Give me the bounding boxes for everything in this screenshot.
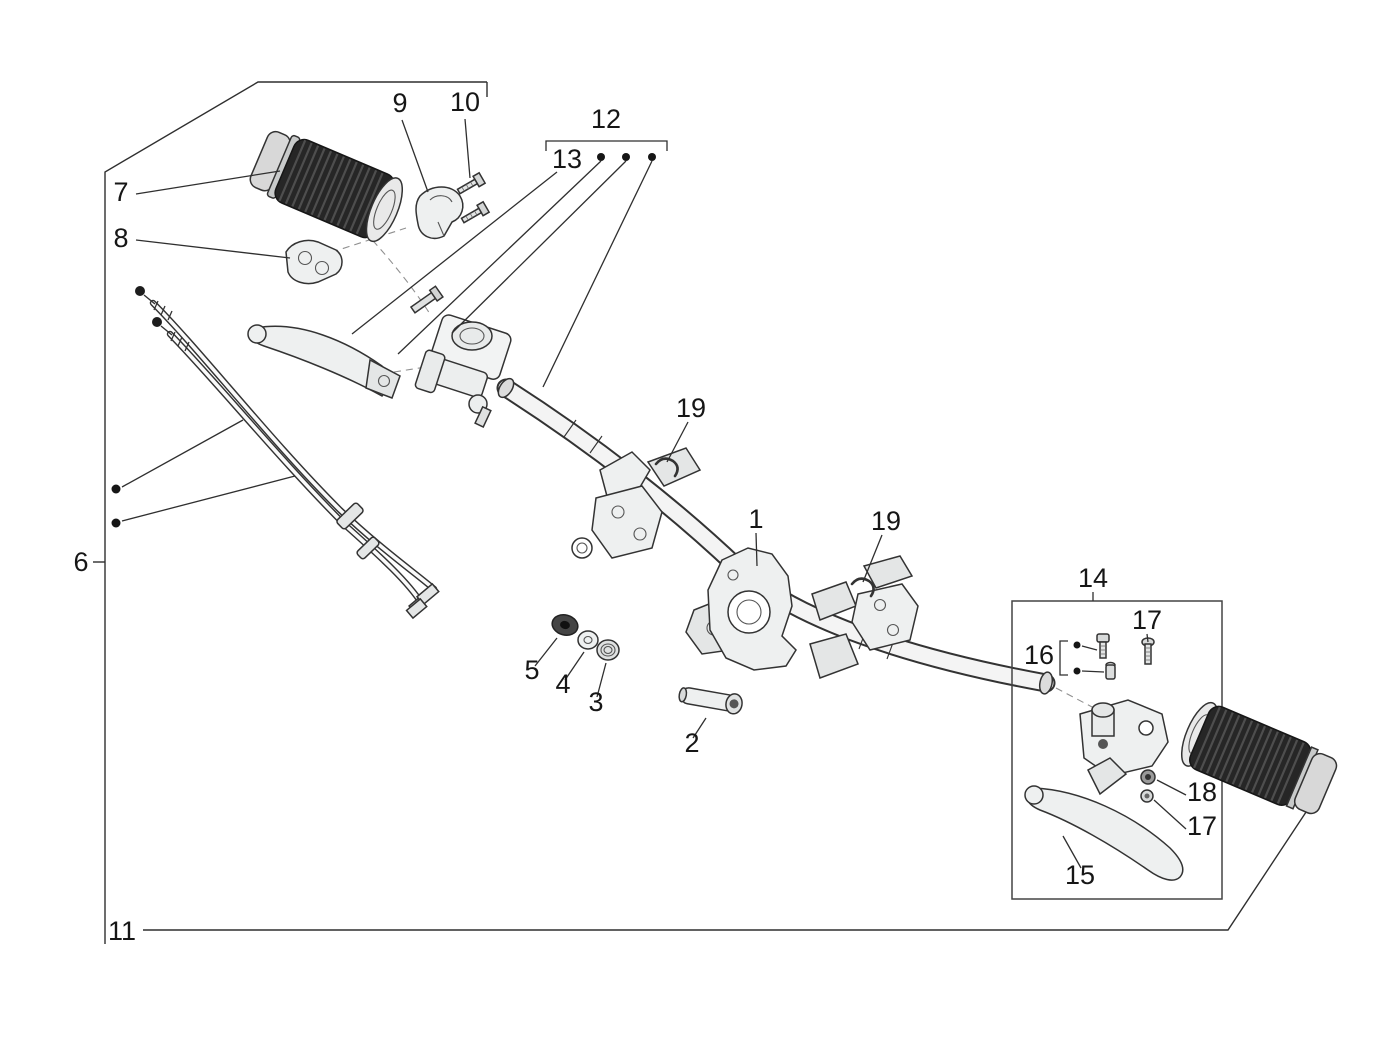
circlip-upper: [654, 457, 679, 478]
bar-clamp: [414, 349, 446, 394]
callout-7-label: 7: [113, 177, 128, 207]
callout-14-label: 14: [1078, 563, 1108, 593]
callout-9-label: 9: [392, 88, 407, 118]
washer-18: [1140, 769, 1156, 785]
callout-1-label: 1: [748, 504, 763, 534]
callout-17b-label: 17: [1187, 811, 1217, 841]
upper-brackets: [571, 447, 702, 559]
callout-18-label: 18: [1187, 777, 1217, 807]
clevis-pin: [678, 687, 743, 715]
cable-guide-clamp: [285, 239, 343, 285]
cable-end-nipples: [135, 286, 190, 352]
grip-open-end: [365, 177, 404, 243]
throttle-clamp: [415, 186, 464, 240]
callout-11-label: 11: [108, 916, 136, 946]
reservoir-cap: [451, 321, 493, 351]
washer-part-3: [596, 639, 620, 661]
callout-2-label: 2: [684, 728, 699, 758]
callout-15-label: 15: [1065, 860, 1095, 890]
cable-marker-dots: [111, 484, 121, 528]
circlip-right: [850, 577, 875, 598]
lever-perch-assembly: [1024, 633, 1184, 881]
master-cylinder: [409, 285, 512, 428]
nut-17-bottom: [1140, 789, 1154, 803]
cable-adjuster: [356, 536, 380, 560]
center-bracket: [685, 547, 797, 671]
callout-6-label: 6: [73, 547, 88, 577]
callout-10-label: 10: [450, 87, 480, 117]
cable-end-fitting: [405, 597, 428, 620]
grip-ribs: [278, 139, 384, 235]
cable-adjuster: [336, 502, 364, 530]
left-grip: [249, 130, 404, 243]
clamp-screws: [456, 171, 491, 224]
callout-3-label: 3: [588, 687, 603, 717]
leader-lines: [121, 118, 1187, 869]
bushing-part-5: [551, 614, 579, 636]
front-brake-lever: [247, 324, 401, 399]
grip-end-cap: [1293, 752, 1338, 815]
callout-12-label: 12: [591, 104, 621, 134]
right-brackets: [809, 555, 919, 679]
callout-4-label: 4: [555, 669, 570, 699]
rear-brake-lever: [1024, 757, 1184, 881]
throttle-cables: [135, 286, 440, 620]
pivot-bolt-16: [1096, 633, 1116, 680]
grip-ribs: [1193, 706, 1305, 804]
callout-12-markers: [597, 153, 656, 161]
callout-8-label: 8: [113, 223, 128, 253]
callout-16-label: 16: [1024, 640, 1054, 670]
callout-19b-label: 19: [871, 506, 901, 536]
callout-16-markers: [1073, 641, 1081, 675]
frame-border: [93, 81, 1317, 944]
callout-13-label: 13: [552, 144, 582, 174]
right-grip: [1180, 701, 1338, 815]
callout-17a-label: 17: [1132, 605, 1162, 635]
washer-part-4: [577, 630, 599, 650]
callout-labels: 7 8 9 10 12 13 19 1 19 14 17 16 6 5 4 3 …: [73, 87, 1217, 946]
callout-19a-label: 19: [676, 393, 706, 423]
clamp-screw: [409, 285, 444, 314]
lever-perch: [1079, 699, 1169, 777]
callout-5-label: 5: [524, 655, 539, 685]
